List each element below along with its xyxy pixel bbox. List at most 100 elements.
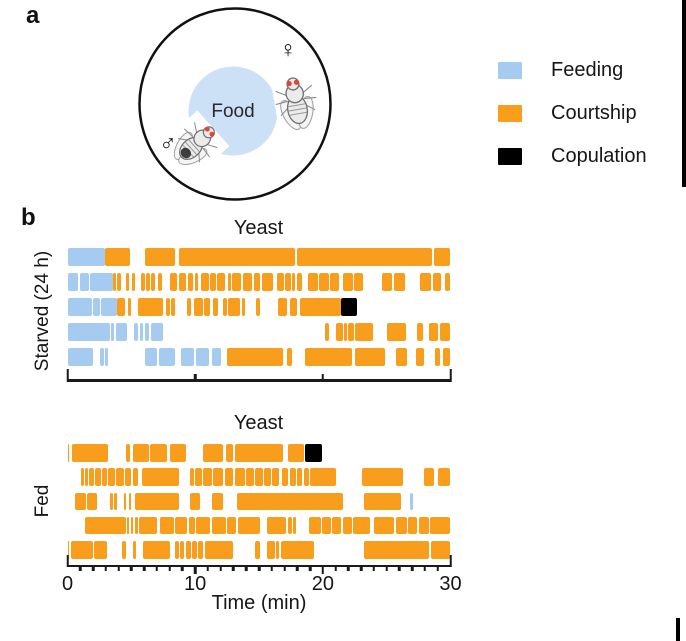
female-symbol-icon: ♀ — [279, 36, 296, 62]
courtship-bout — [276, 273, 284, 291]
axis-tick-label: 20 — [311, 572, 334, 595]
feeding-bout — [90, 273, 114, 291]
behavior-raster-row — [68, 492, 451, 510]
courtship-bout — [303, 468, 309, 486]
courtship-bout — [175, 516, 187, 535]
time-axis-label: Time (min) — [211, 592, 307, 614]
courtship-bout — [85, 468, 88, 486]
courtship-bout — [288, 444, 304, 462]
courtship-bout — [87, 492, 97, 510]
axis-minor-tick — [104, 567, 108, 571]
courtship-bout — [138, 516, 157, 535]
axis-minor-tick — [142, 567, 146, 571]
axis-minor-tick — [130, 567, 133, 571]
courtship-bout — [85, 516, 126, 535]
feeding-bout — [133, 323, 138, 341]
courtship-bout — [428, 323, 438, 341]
courtship-bout — [123, 492, 127, 510]
courtship-bout — [276, 541, 280, 559]
courtship-bout — [232, 273, 242, 291]
courtship-bout — [296, 273, 302, 291]
axis-tick-label: 10 — [184, 572, 207, 595]
starved-raster-rows — [67, 248, 451, 366]
courtship-bout — [205, 541, 234, 559]
courtship-bout — [226, 444, 233, 462]
courtship-bout — [253, 273, 261, 291]
courtship-bout — [80, 468, 85, 486]
courtship-bout — [227, 348, 284, 366]
courtship-bout — [211, 492, 224, 510]
courtship-bout — [126, 516, 130, 535]
behavior-raster-row — [67, 444, 451, 462]
axis-minor-tick — [372, 567, 376, 571]
courtship-bout — [381, 273, 393, 291]
courtship-bout — [224, 468, 234, 486]
courtship-label: Courtship — [551, 102, 637, 124]
courtship-bout — [292, 273, 296, 291]
courtship-bout — [213, 468, 224, 486]
courtship-bout — [266, 516, 286, 535]
axis-tick — [321, 373, 325, 382]
courtship-bout — [408, 516, 418, 535]
courtship-bout — [281, 468, 289, 486]
male-symbol-icon: ♂ — [159, 130, 176, 156]
courtship-bout — [325, 323, 329, 341]
courtship-bout — [128, 492, 132, 510]
courtship-bout — [416, 348, 424, 366]
panel-a-label: a — [26, 2, 40, 29]
axis-minor-tick — [270, 567, 274, 571]
feeding-swatch — [498, 62, 522, 79]
courtship-bout — [126, 444, 131, 462]
courtship-bout — [304, 348, 353, 366]
courtship-bout — [280, 541, 314, 559]
behavior-raster-row — [68, 468, 451, 486]
axis-minor-tick — [410, 567, 414, 571]
courtship-bout — [285, 273, 291, 291]
courtship-bout — [193, 298, 203, 316]
courtship-bout — [211, 516, 226, 535]
courtship-bout — [363, 492, 401, 510]
courtship-bout — [335, 323, 343, 341]
courtship-bout — [348, 323, 355, 341]
courtship-bout — [200, 273, 210, 291]
courtship-bout — [202, 468, 212, 486]
feeding-bout — [410, 492, 413, 510]
courtship-bout — [423, 468, 434, 486]
courtship-bout — [234, 468, 245, 486]
axis-minor-tick — [244, 567, 248, 571]
feeding-bout — [67, 323, 110, 341]
arena-illustration: Food ♀ ♂ — [138, 7, 332, 201]
courtship-bout — [246, 468, 254, 486]
courtship-bout — [373, 516, 394, 535]
starved-group-title: Yeast — [233, 217, 284, 239]
courtship-bout — [135, 492, 179, 510]
axis-tick — [66, 554, 69, 567]
courtship-bout — [332, 516, 342, 535]
courtship-bout — [419, 516, 429, 535]
courtship-bout — [170, 298, 176, 316]
feeding-bout — [67, 348, 94, 366]
courtship-bout — [237, 516, 261, 535]
courtship-bout — [132, 468, 139, 486]
courtship-bout — [130, 516, 134, 535]
courtship-bout — [185, 541, 191, 559]
axis-minor-tick — [181, 567, 184, 571]
courtship-bout — [264, 468, 272, 486]
courtship-bout — [255, 541, 260, 559]
axis-minor-tick — [219, 567, 222, 571]
table-border-bottom-right — [676, 618, 680, 641]
behavior-raster-row — [68, 516, 451, 535]
axis-minor-tick — [283, 567, 286, 571]
feeding-bout — [67, 248, 105, 266]
behavior-raster-row — [67, 298, 451, 316]
courtship-bout — [272, 468, 280, 486]
courtship-bout — [329, 273, 339, 291]
courtship-bout — [395, 516, 408, 535]
feeding-bout — [139, 323, 144, 341]
axis-minor-tick — [436, 567, 439, 571]
courtship-bout — [198, 541, 204, 559]
courtship-bout — [297, 468, 303, 486]
courtship-bout — [116, 298, 125, 316]
